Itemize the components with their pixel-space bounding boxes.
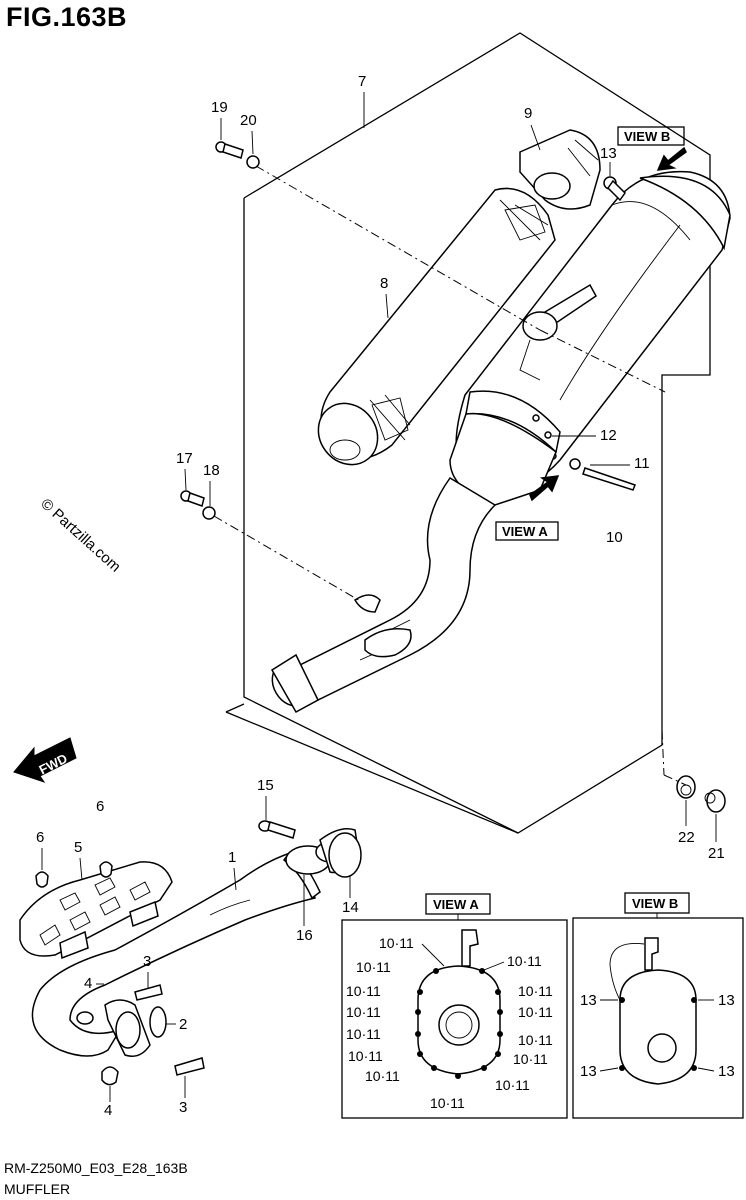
view-a-label: 10·11	[518, 1004, 553, 1020]
bolt-17	[180, 490, 205, 507]
view-b-label: 13	[718, 1063, 735, 1080]
callout-20: 20	[240, 112, 257, 129]
callout-12: 12	[600, 427, 617, 444]
view-a-label: 10·11	[346, 1004, 381, 1020]
callout-14: 14	[342, 899, 359, 916]
figure-title: FIG.163B	[6, 2, 128, 32]
view-b-label: 13	[718, 992, 735, 1009]
view-b-label: 13	[580, 992, 597, 1009]
exhaust-flange	[76, 999, 167, 1057]
view-a-label: 10·11	[518, 1032, 553, 1048]
bolt-15	[258, 820, 296, 839]
leader-19-20	[255, 165, 541, 331]
callout-10: 10	[606, 529, 623, 546]
callout-16: 16	[296, 927, 313, 944]
view-a-label: 10·11	[346, 1026, 381, 1042]
view-a-panel: VIEW A 10·11 10·11 10·11 10·11 10·11 10·…	[341, 893, 568, 1119]
callout-3: 3	[179, 1099, 187, 1116]
callout-13: 13	[600, 145, 617, 162]
callout-4-top: 4	[84, 975, 92, 992]
view-b-panel: VIEW B 13 13 13 13	[572, 892, 744, 1119]
callout-22: 22	[678, 829, 695, 846]
callout-18: 18	[203, 462, 220, 479]
view-a-label: 10·11	[518, 983, 553, 999]
clamp-joint	[285, 828, 362, 878]
callout-21: 21	[708, 845, 725, 862]
view-a-label: 10·11	[365, 1068, 400, 1084]
view-a-arrow	[529, 475, 560, 502]
callout-9: 9	[524, 105, 532, 122]
nut-6-left	[35, 871, 49, 888]
fwd-arrow-icon: FWD	[13, 737, 77, 783]
svg-text:VIEW B: VIEW B	[632, 896, 678, 911]
muffler-inner-core	[317, 187, 556, 466]
svg-text:VIEW A: VIEW A	[502, 524, 548, 539]
callout-8: 8	[380, 275, 388, 292]
copyright-text: © Partzilla.com	[37, 495, 123, 575]
callout-15: 15	[257, 777, 274, 794]
nut-6-right	[99, 861, 113, 878]
view-a-label: 10·11	[348, 1048, 383, 1064]
view-a-label: 10·11	[513, 1051, 548, 1067]
callout-19: 19	[211, 99, 228, 116]
washer-12	[569, 458, 581, 470]
leader-17-18	[213, 515, 363, 603]
view-b-label: 13	[580, 1063, 597, 1080]
view-a-label: 10·11	[495, 1077, 530, 1093]
callout-1: 1	[228, 849, 236, 866]
callout-17: 17	[176, 450, 193, 467]
callout-6-top: 6	[96, 798, 104, 815]
view-a-label: 10·11	[507, 953, 542, 969]
view-a-label: 10·11	[430, 1095, 465, 1111]
view-a-label: 10·11	[346, 983, 381, 999]
heat-shield	[19, 861, 173, 960]
muffler-canister	[449, 170, 731, 506]
callout-4: 4	[104, 1102, 112, 1119]
collar-21	[704, 789, 726, 813]
bolt-13	[603, 176, 626, 202]
callout-2: 2	[179, 1016, 187, 1033]
grommet-22	[676, 775, 696, 799]
callout-5: 5	[74, 839, 82, 856]
rivet-11	[582, 467, 636, 491]
view-a-tag: VIEW A	[495, 521, 559, 541]
view-b-tag: VIEW B	[617, 126, 685, 146]
svg-text:VIEW B: VIEW B	[624, 129, 670, 144]
callout-7: 7	[358, 73, 366, 90]
washer-18	[202, 506, 216, 520]
assembly-outline-base	[225, 711, 519, 834]
callout-11: 11	[634, 455, 650, 472]
washer-20	[246, 155, 260, 169]
assembly-outline	[243, 32, 711, 834]
view-a-label: 10·11	[379, 935, 414, 951]
studs-and-nuts	[101, 984, 205, 1086]
bolt-19	[215, 141, 244, 159]
view-a-label: 10·11	[356, 959, 391, 975]
figure-code: RM-Z250M0_E03_E28_163B	[4, 1160, 188, 1176]
callout-6: 6	[36, 829, 44, 846]
muffler-mid-pipe	[270, 477, 497, 714]
callout-3-top: 3	[143, 953, 151, 970]
figure-name: MUFFLER	[4, 1181, 71, 1197]
view-b-arrow	[656, 146, 687, 171]
svg-text:VIEW A: VIEW A	[433, 897, 479, 912]
